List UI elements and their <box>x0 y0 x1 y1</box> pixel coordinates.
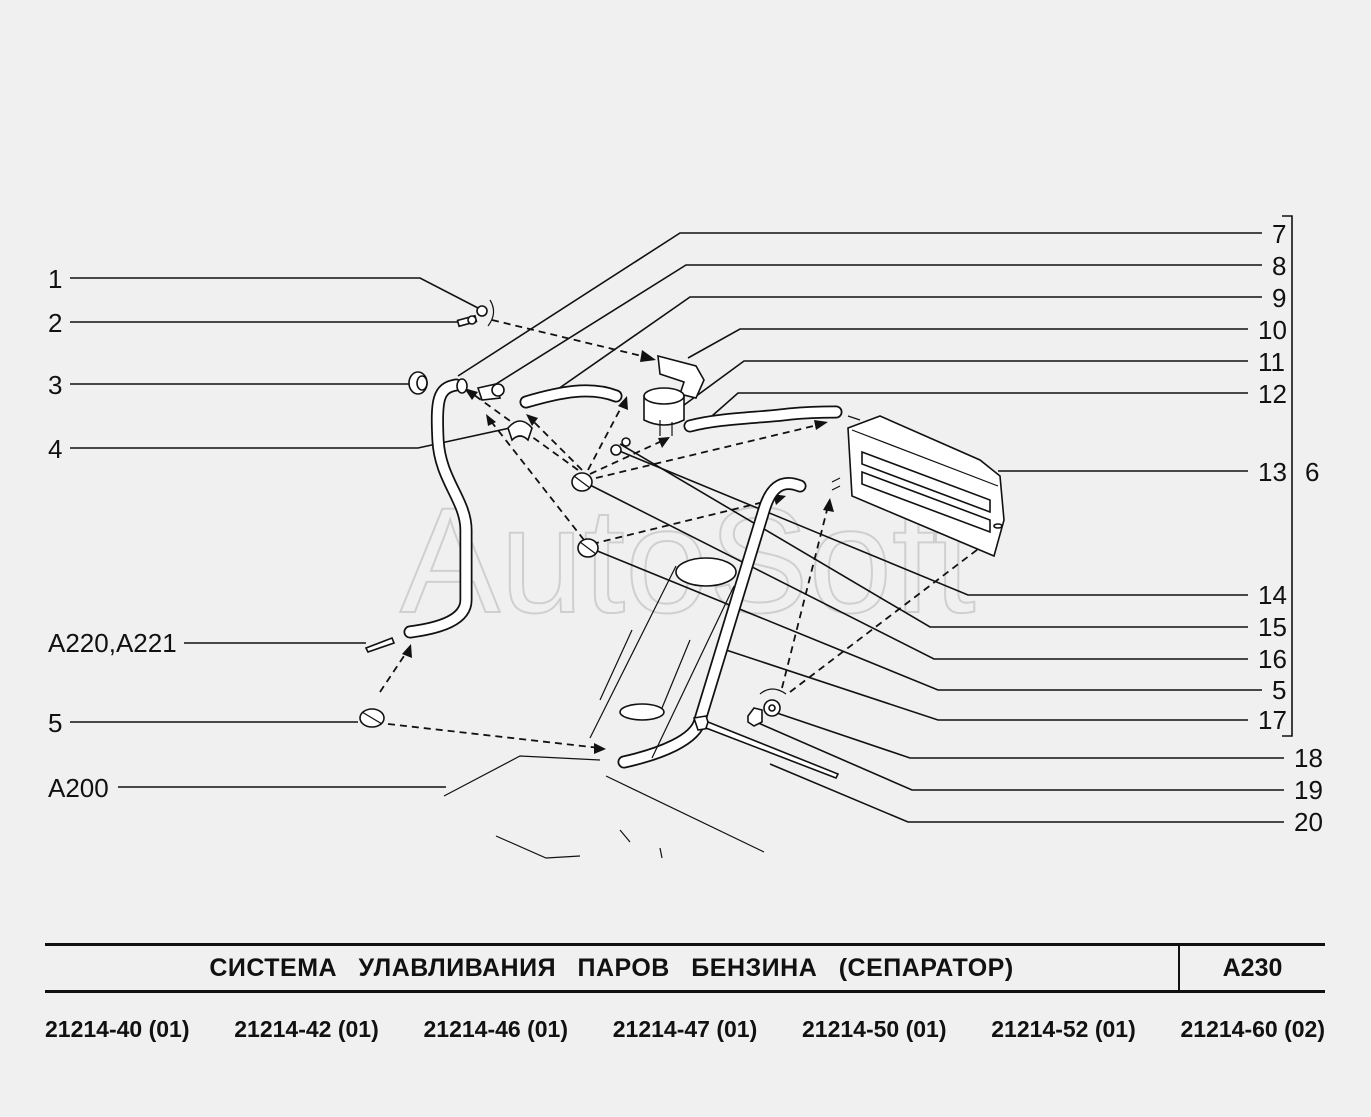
part-18-lock-washer <box>759 688 787 717</box>
leader-12 <box>711 392 1248 417</box>
assembly-dashes <box>379 319 996 754</box>
part-2-screw <box>456 314 478 328</box>
leader-20 <box>769 763 1284 823</box>
part-20-cable-tie <box>692 715 840 780</box>
part-16-clamp <box>571 472 593 492</box>
body-floor-a200 <box>443 755 765 859</box>
part-3-grommet <box>408 371 428 395</box>
group-bracket <box>1282 215 1293 737</box>
leader-11 <box>679 360 1248 409</box>
callout-left-a220: A220,A221 <box>48 628 177 658</box>
part-a220-pin <box>364 636 396 653</box>
leader-17 <box>719 647 1248 721</box>
callout-right-19: 19 <box>1294 775 1323 805</box>
callout-right-12: 12 <box>1258 379 1287 409</box>
part-5-clamp-upper <box>577 538 599 558</box>
part-12-hose <box>683 405 843 433</box>
callout-right-8: 8 <box>1272 251 1286 281</box>
leader-1 <box>70 277 479 309</box>
callout-left-1: 1 <box>48 264 62 294</box>
part-10-bracket <box>657 354 705 399</box>
callout-right-17: 17 <box>1258 705 1287 735</box>
callout-left-a200: A200 <box>48 773 109 803</box>
leader-16 <box>587 483 1248 660</box>
model-item: 21214-40 (01) <box>45 1016 190 1042</box>
leader-10 <box>687 328 1248 359</box>
part-14-washer <box>621 437 631 447</box>
callout-right-20: 20 <box>1294 807 1323 837</box>
model-item: 21214-60 (02) <box>1180 1016 1326 1042</box>
model-list: 21214-40 (01) 21214-42 (01) 21214-46 (01… <box>45 1016 1325 1043</box>
callout-left-2: 2 <box>48 308 62 338</box>
leader-7 <box>457 232 1262 377</box>
part-9-hose <box>519 384 623 409</box>
title-separator <box>1178 946 1180 990</box>
callout-right-9: 9 <box>1272 283 1286 313</box>
leader-19 <box>755 721 1284 791</box>
callout-right-18: 18 <box>1294 743 1323 773</box>
parts-diagram: AutoSoft 1 2 3 4 A220,A221 5 A200 7 8 9 … <box>48 215 1323 859</box>
callout-right-16: 16 <box>1258 644 1287 674</box>
callout-right-10: 10 <box>1258 315 1287 345</box>
part-11-canister <box>643 387 685 436</box>
callout-right-13: 13 <box>1258 457 1287 487</box>
part-19-nut <box>747 707 763 727</box>
leader-15 <box>619 443 1248 628</box>
part-17-fitting <box>831 477 841 491</box>
part-15-nut <box>610 444 622 456</box>
callout-left-5: 5 <box>48 708 62 738</box>
part-5-clamp-lower <box>359 708 385 728</box>
callout-right-15: 15 <box>1258 612 1287 642</box>
part-4-clip <box>507 420 533 442</box>
model-item: 21214-47 (01) <box>612 1016 758 1042</box>
leader-4 <box>70 427 511 449</box>
hose-left-vertical <box>403 378 473 639</box>
section-code: A230 <box>1222 953 1283 982</box>
page-title: СИСТЕМА УЛАВЛИВАНИЯ ПАРОВ БЕНЗИНА (СЕПАР… <box>209 953 1014 982</box>
model-item: 21214-50 (01) <box>802 1016 947 1042</box>
callout-right-5: 5 <box>1272 675 1286 705</box>
filler-pipe <box>589 557 737 759</box>
title-bar: СИСТЕМА УЛАВЛИВАНИЯ ПАРОВ БЕНЗИНА (СЕПАР… <box>45 943 1325 993</box>
part-8-fitting <box>476 383 505 401</box>
callout-right-7: 7 <box>1272 219 1286 249</box>
callout-right-14: 14 <box>1258 580 1287 610</box>
callout-left-3: 3 <box>48 370 62 400</box>
part-7-hose-end <box>456 378 468 394</box>
leader-8 <box>495 264 1262 385</box>
part-13-separator-tank <box>847 415 1005 558</box>
model-item: 21214-46 (01) <box>423 1016 569 1042</box>
leader-18 <box>767 709 1284 759</box>
model-item: 21214-52 (01) <box>991 1016 1136 1042</box>
model-item: 21214-42 (01) <box>234 1016 379 1042</box>
group-label-6: 6 <box>1305 457 1319 487</box>
leader-9 <box>547 296 1262 397</box>
callout-left-4: 4 <box>48 434 62 464</box>
part-1-nut <box>476 299 495 327</box>
leader-5-right <box>589 547 1262 691</box>
leader-14 <box>611 447 1248 596</box>
callout-right-11: 11 <box>1258 347 1285 377</box>
